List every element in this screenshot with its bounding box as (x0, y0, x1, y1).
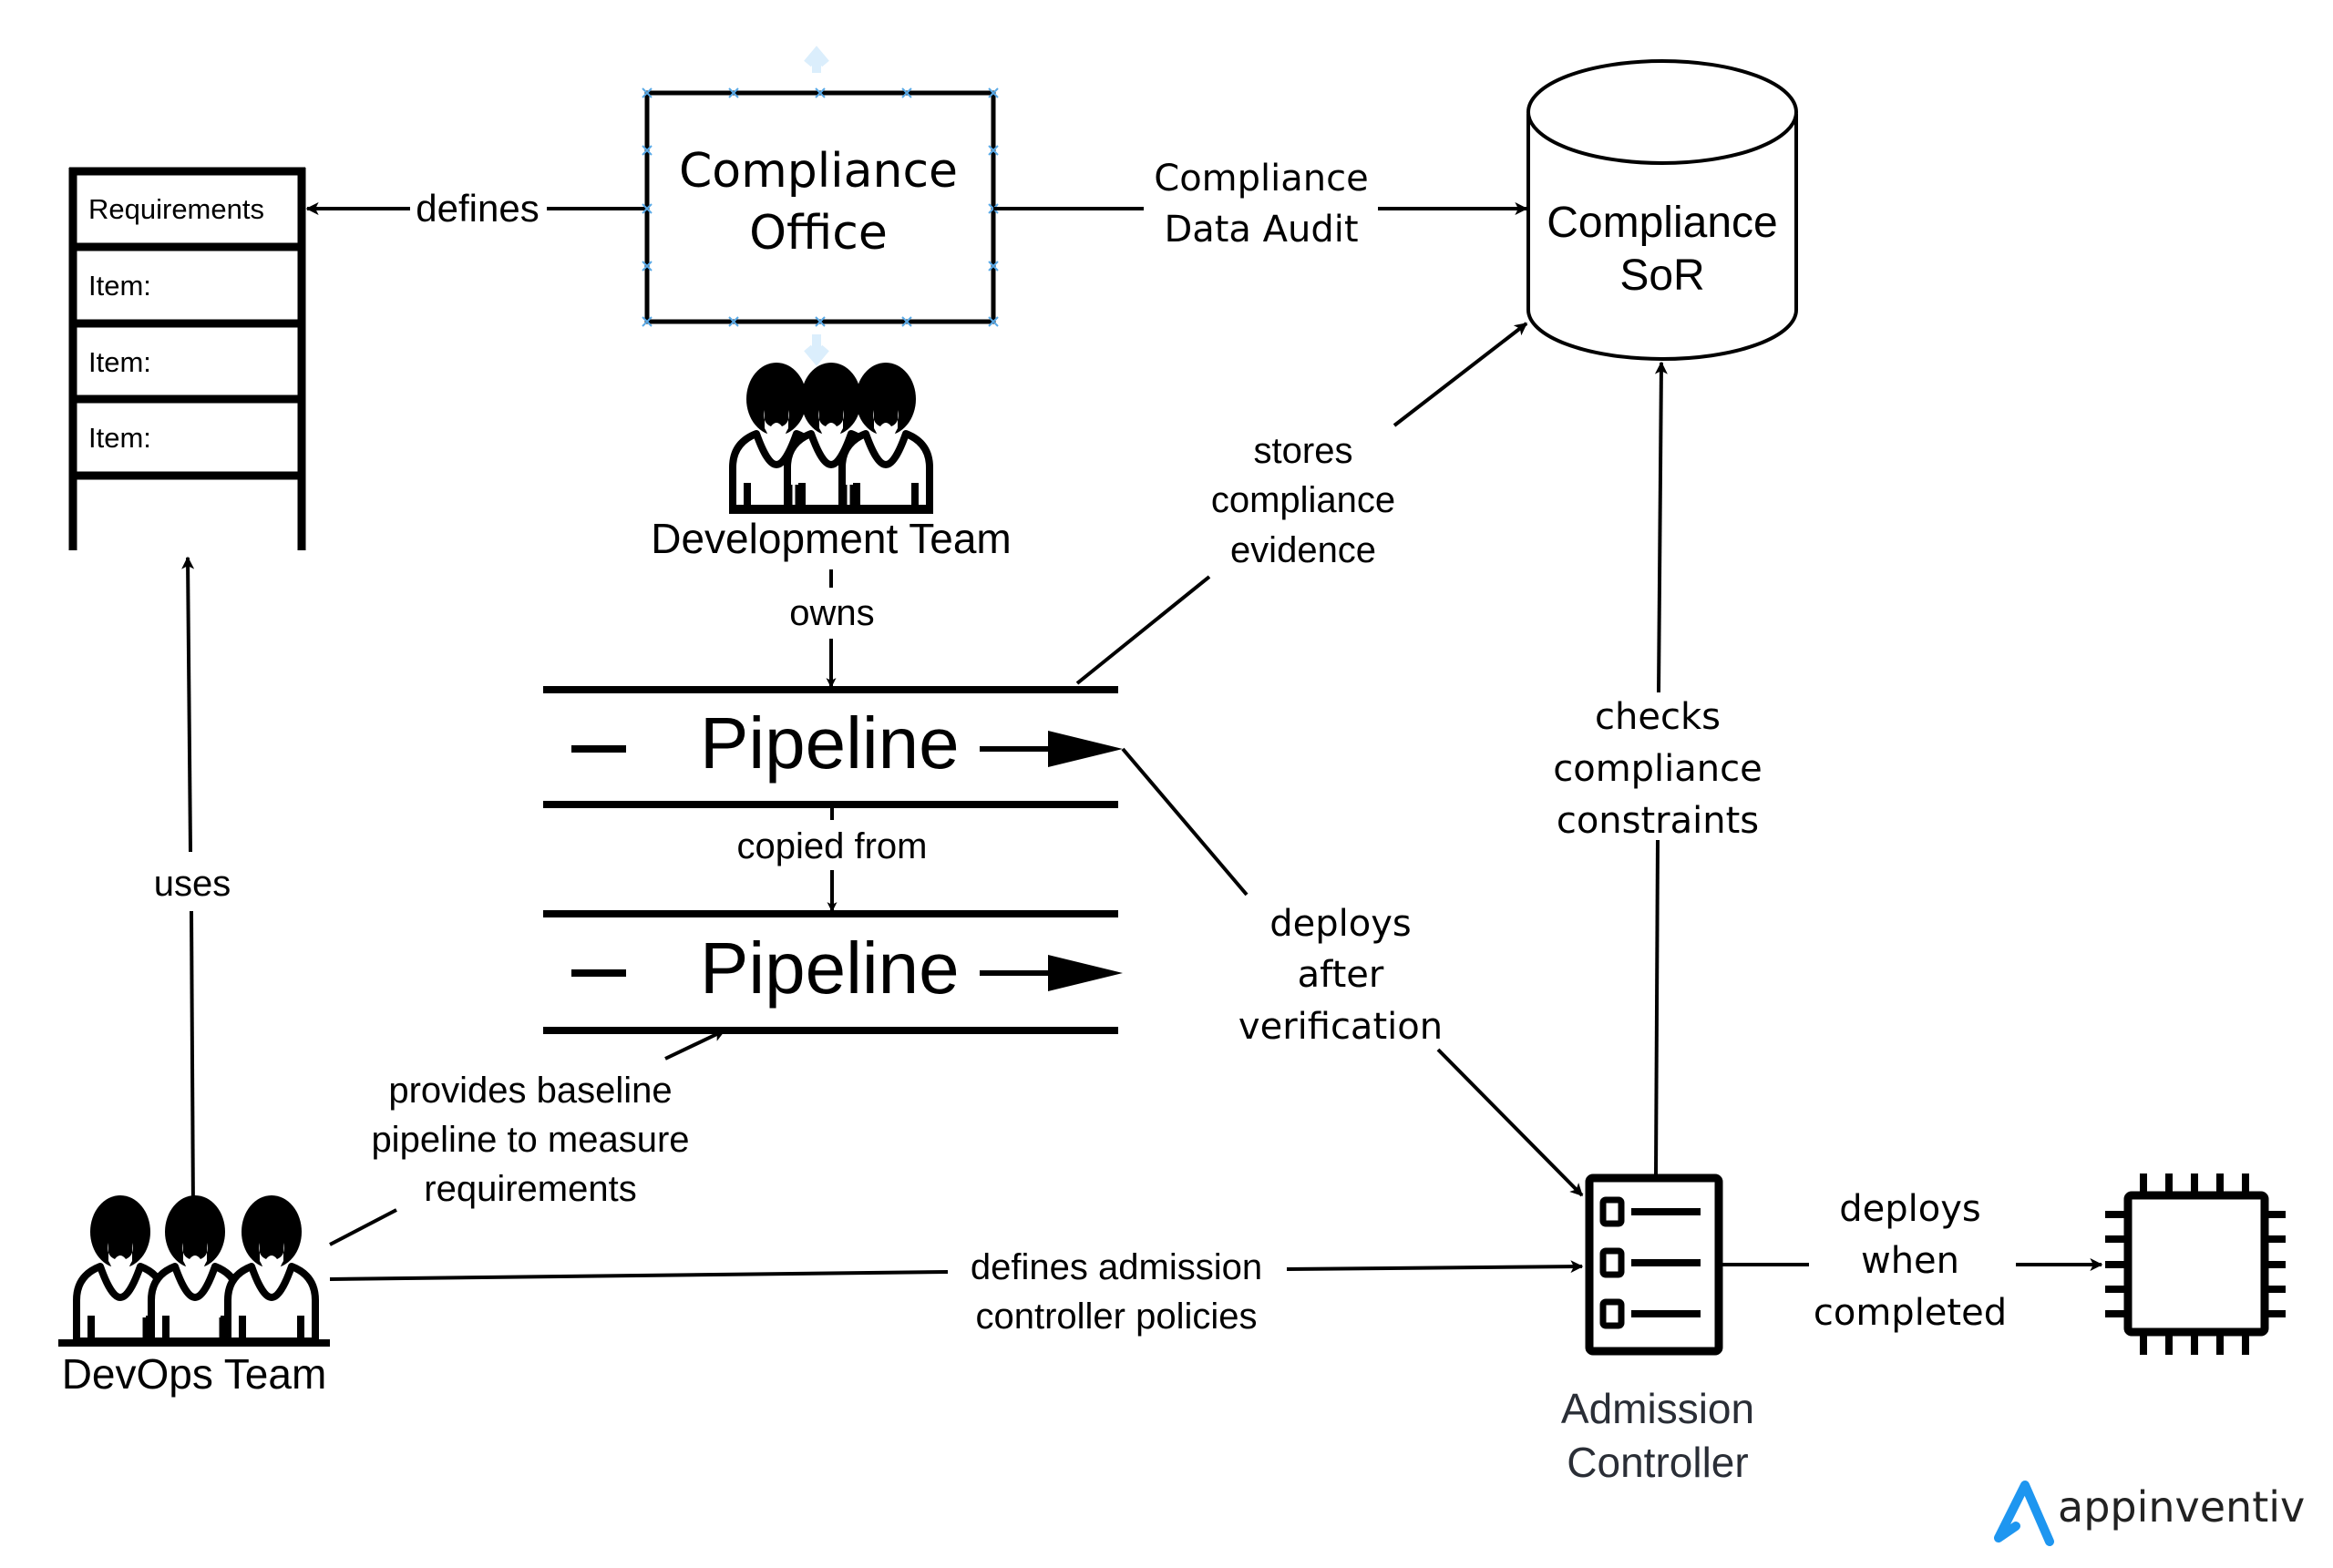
people-group-icon (58, 1195, 330, 1347)
requirements-list: Requirements Item: Item: Item: (68, 167, 306, 550)
compliance-office-box[interactable]: Compliance Office (642, 46, 999, 366)
edge-provides-baseline: provides baseline pipeline to measure re… (329, 1029, 726, 1246)
requirements-item: Item: (88, 422, 151, 454)
edge-deploys-after-verification: deploys after verification (1121, 747, 1584, 1197)
edge-defines: defines (305, 187, 647, 230)
edge-label-stores: compliance (1211, 480, 1395, 520)
brand-logo: appinventiv (1994, 1481, 2305, 1546)
edge-stores-evidence: stores compliance evidence (1075, 322, 1528, 685)
database-cylinder-icon (1526, 114, 1798, 361)
devops-team-label: DevOps Team (62, 1350, 327, 1398)
compliance-sor-database[interactable]: Compliance SoR (1526, 59, 1798, 361)
edge-uses: uses (154, 556, 231, 1213)
edge-label-stores: stores (1254, 431, 1353, 471)
devops-team[interactable]: DevOps Team (58, 1195, 330, 1398)
edge-line (1075, 575, 1211, 685)
edge-label-defines-admission: defines admission (971, 1247, 1262, 1287)
brand-name: appinventiv (2058, 1482, 2305, 1532)
edge-label-compliance-data-audit: Compliance (1154, 158, 1368, 200)
edge-checks-constraints: checks compliance constraints (1553, 361, 1763, 1176)
pipeline-label: Pipeline (700, 927, 960, 1009)
selection-arrow-down-icon (804, 334, 829, 366)
edge-label-defines: defines (416, 187, 539, 230)
admission-controller[interactable]: Admission Controller (1561, 1173, 1754, 1486)
edge-label-deploys-after: deploys (1269, 903, 1412, 945)
compliance-sor-label: Compliance (1547, 199, 1777, 247)
appinventiv-logo-icon (1994, 1481, 2054, 1546)
edge-owns: owns (789, 569, 875, 689)
edge-line (1286, 1260, 1584, 1274)
people-group-icon (729, 363, 933, 514)
edge-label-owns: owns (789, 593, 874, 633)
development-team-label: Development Team (651, 515, 1011, 562)
edge-deploys-when-completed: deploys when completed (1722, 1188, 2103, 1334)
selection-arrow-up-icon (804, 46, 829, 73)
edge-label-deploys-when: when (1861, 1240, 1959, 1282)
edge-line (190, 910, 195, 1213)
edge-copied-from: copied from (737, 808, 928, 913)
edge-label-uses: uses (154, 864, 231, 904)
cpu-chip-icon[interactable] (2105, 1173, 2286, 1355)
compliance-sor-label: SoR (1619, 251, 1704, 300)
development-team[interactable]: Development Team (651, 363, 1012, 562)
compliance-office-label: Office (749, 206, 888, 261)
edge-line (1654, 839, 1660, 1176)
edge-label-compliance-data-audit: Data Audit (1164, 209, 1358, 251)
edge-label-provides-baseline: provides baseline (388, 1071, 672, 1111)
requirements-item: Item: (88, 346, 151, 378)
edge-line (1393, 322, 1528, 427)
edge-label-checks: compliance (1553, 748, 1763, 790)
admission-controller-label: Admission (1561, 1385, 1754, 1432)
database-cylinder-top (1526, 59, 1798, 165)
edge-line (1436, 1048, 1584, 1197)
edge-label-provides-baseline: pipeline to measure (371, 1120, 689, 1160)
edge-label-deploys-when: completed (1814, 1292, 2007, 1334)
edge-line (329, 1270, 949, 1281)
edge-line (181, 556, 195, 853)
compliance-office-label: Compliance (679, 144, 958, 199)
pipeline-primary[interactable]: Pipeline (543, 686, 1123, 808)
edge-line (329, 1208, 397, 1246)
edge-compliance-data-audit: Compliance Data Audit (993, 158, 1528, 251)
edge-label-checks: checks (1595, 696, 1721, 738)
edge-label-provides-baseline: requirements (424, 1169, 636, 1209)
selection-handles (642, 87, 999, 327)
pipeline-baseline[interactable]: Pipeline (543, 910, 1123, 1034)
pipeline-label: Pipeline (700, 702, 960, 784)
edge-line (664, 1029, 726, 1061)
edge-label-deploys-after: verification (1238, 1006, 1443, 1048)
edge-line (1654, 361, 1668, 693)
edge-label-defines-admission: controller policies (975, 1296, 1257, 1337)
edge-line (1121, 747, 1249, 897)
checklist-icon (1585, 1173, 1723, 1356)
pipeline-arrow-icon (1048, 731, 1123, 767)
edge-label-stores: evidence (1230, 530, 1376, 570)
admission-controller-label: Controller (1567, 1439, 1748, 1486)
requirements-item: Item: (88, 270, 151, 302)
edge-label-copied-from: copied from (737, 826, 928, 866)
requirements-header: Requirements (88, 193, 264, 225)
edge-label-deploys-when: deploys (1839, 1188, 1981, 1230)
edge-label-deploys-after: after (1298, 954, 1384, 996)
edge-label-checks: constraints (1557, 800, 1759, 842)
edge-defines-admission: defines admission controller policies (329, 1247, 1584, 1337)
pipeline-arrow-icon (1048, 955, 1123, 991)
